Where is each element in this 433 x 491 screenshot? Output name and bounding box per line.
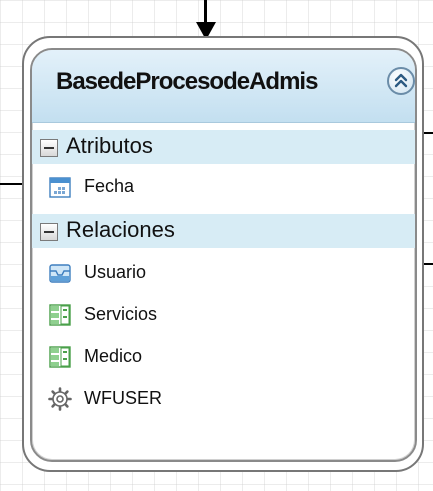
item-label: WFUSER: [84, 388, 162, 408]
item-label: Medico: [84, 346, 143, 366]
connector-arrow-head: [196, 22, 216, 40]
connector-left-line[interactable]: [0, 183, 32, 185]
chevron-double-up-icon[interactable]: [387, 67, 415, 95]
minus-collapse-icon[interactable]: [40, 223, 58, 241]
item-label: Fecha: [84, 176, 135, 196]
section-atributos-label: Atributos: [66, 133, 153, 158]
section-relaciones-header[interactable]: Relaciones: [32, 214, 415, 248]
inbox-tray-icon: [48, 261, 72, 285]
section-relaciones-label: Relaciones: [66, 217, 175, 242]
list-item-usuario[interactable]: Usuario: [32, 252, 415, 294]
connector-right-line-2[interactable]: [418, 263, 433, 265]
item-label: Servicios: [84, 304, 158, 324]
list-item-fecha[interactable]: Fecha: [32, 166, 415, 208]
entity-shape[interactable]: BasedeProcesodeAdmis Atributos: [30, 48, 417, 462]
minus-collapse-icon[interactable]: [40, 139, 58, 157]
table-grid-icon: [48, 345, 72, 369]
item-label: Usuario: [84, 262, 147, 282]
list-item-wfuser[interactable]: WFUSER: [32, 378, 415, 420]
connector-right-line-1[interactable]: [418, 132, 433, 134]
section-atributos-header[interactable]: Atributos: [32, 130, 415, 164]
calendar-icon: [48, 175, 72, 199]
list-item-servicios[interactable]: Servicios: [32, 294, 415, 336]
connector-top-line[interactable]: [204, 0, 207, 24]
table-grid-icon: [48, 303, 72, 327]
gear-icon: [48, 387, 72, 411]
entity-title[interactable]: BasedeProcesodeAdmis: [56, 68, 318, 95]
list-item-medico[interactable]: Medico: [32, 336, 415, 378]
entity-header[interactable]: BasedeProcesodeAdmis: [32, 50, 415, 123]
